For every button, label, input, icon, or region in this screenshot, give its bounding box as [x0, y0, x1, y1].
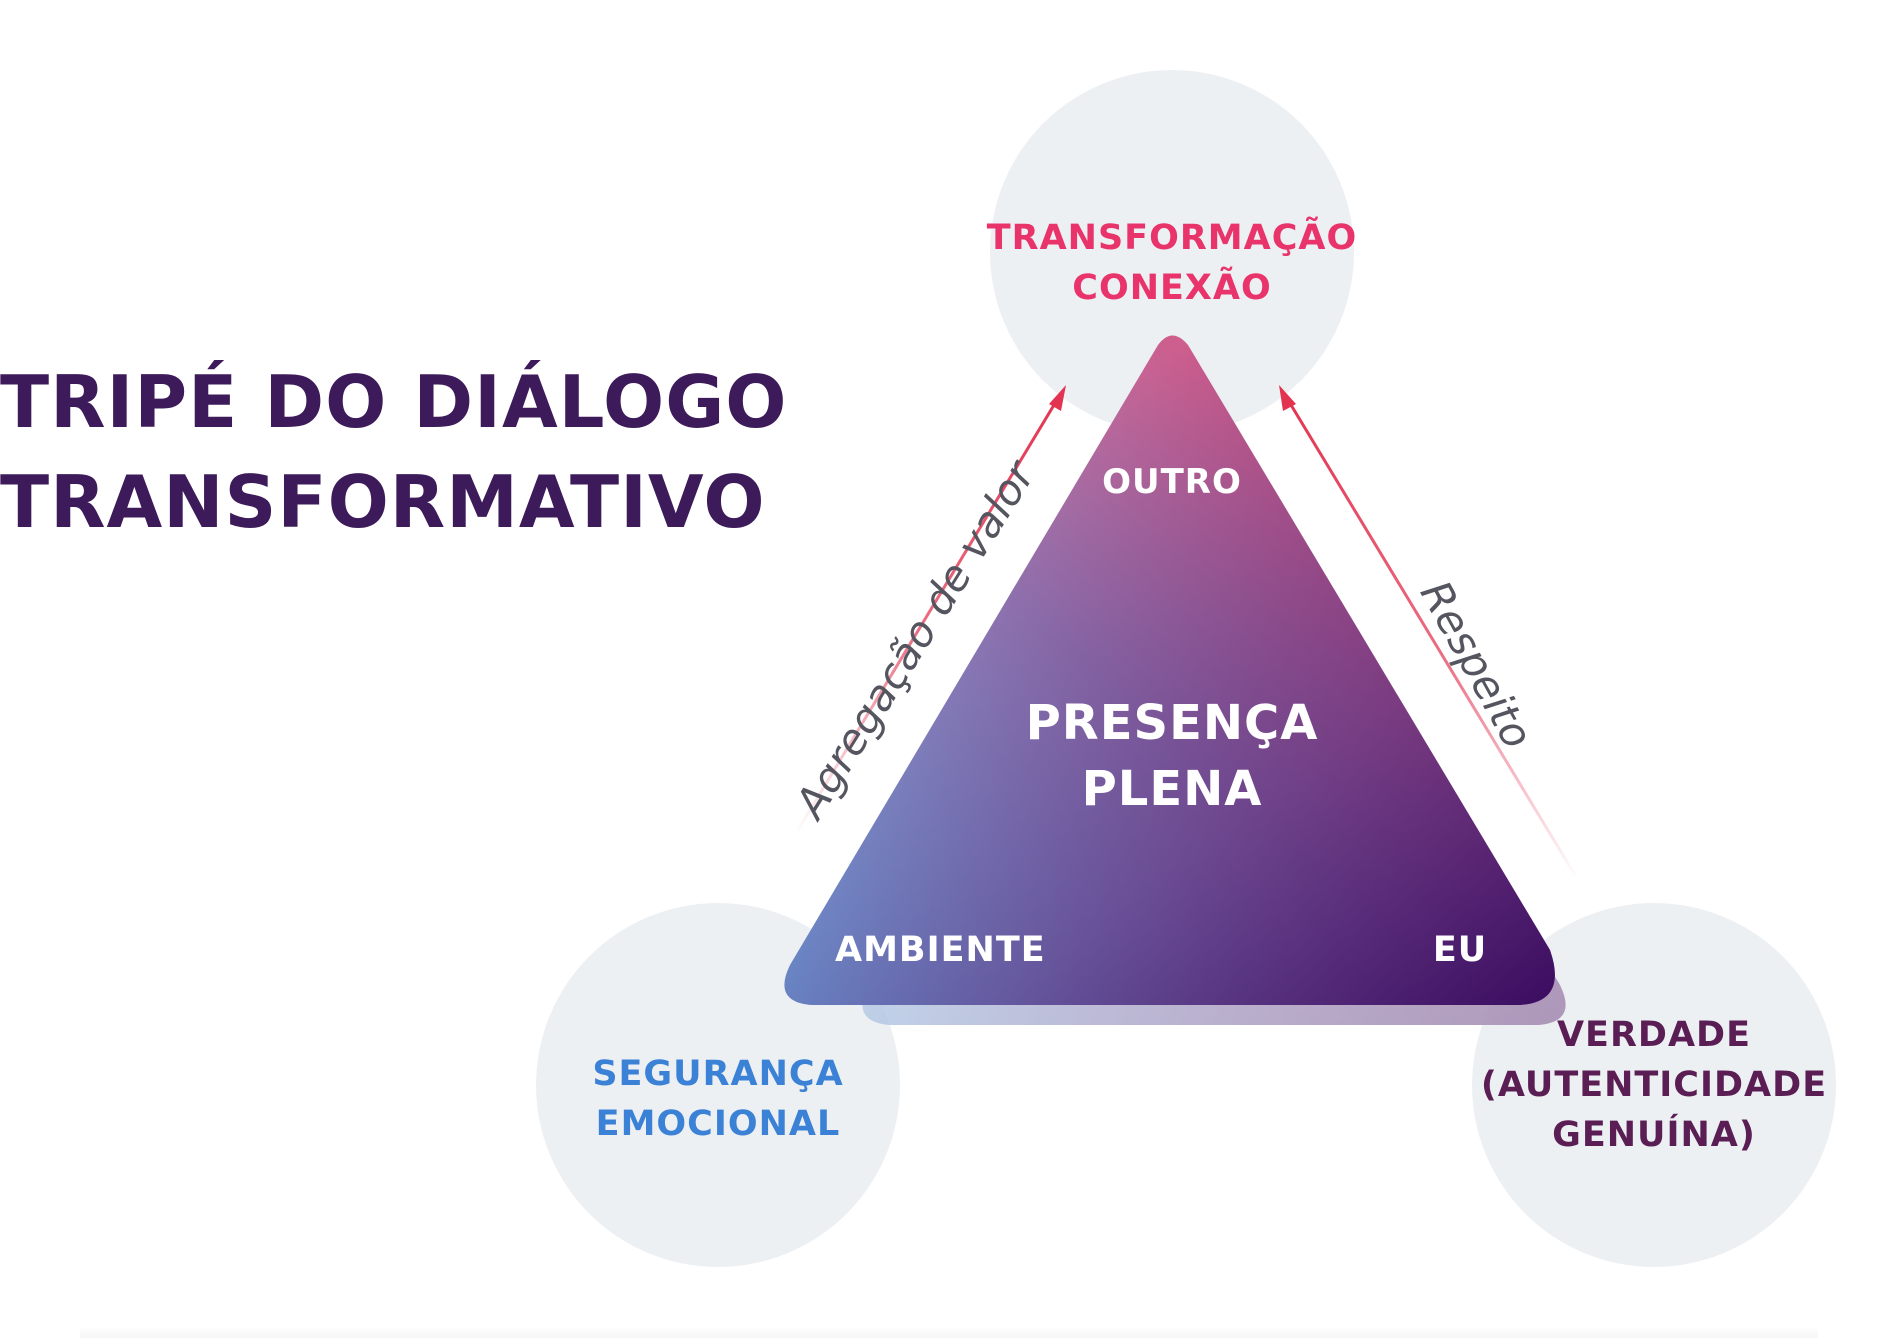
- bottom-shadow: [80, 1326, 1818, 1338]
- triangle-right-label: EU: [1432, 930, 1488, 970]
- circle-left-line-1: SEGURANÇA: [592, 1054, 844, 1094]
- circle-left-label: SEGURANÇA EMOCIONAL: [528, 1049, 908, 1149]
- circle-left-line-2: EMOCIONAL: [595, 1104, 841, 1144]
- left-arrow: [793, 385, 1066, 836]
- diagram-title-line-1: TRIPÉ DO DIÁLOGO: [0, 360, 788, 444]
- presence-triangle: [784, 335, 1555, 1005]
- circle-right-label: VERDADE (AUTENTICIDADE GENUÍNA): [1464, 1010, 1844, 1160]
- triangle-left-label: AMBIENTE: [835, 930, 1046, 970]
- circle-right-line-3: GENUÍNA): [1552, 1115, 1756, 1155]
- right-arrow: [1279, 385, 1580, 881]
- right-arrowhead-icon: [1279, 385, 1296, 411]
- circle-right-line-2: (AUTENTICIDADE: [1480, 1065, 1828, 1105]
- triangle-top-label: OUTRO: [1102, 462, 1242, 502]
- triangle-center-line-1: PRESENÇA: [1025, 695, 1319, 751]
- circle-top: [990, 70, 1354, 434]
- circle-top-label: TRANSFORMAÇÃO CONEXÃO: [982, 213, 1362, 313]
- triangle-center-line-2: PLENA: [1081, 761, 1263, 817]
- diagram-title-line-2: TRANSFORMATIVO: [0, 460, 766, 544]
- circle-top-line-1: TRANSFORMAÇÃO: [986, 218, 1358, 258]
- triangle-center-label: PRESENÇA PLENA: [952, 690, 1392, 822]
- circle-top-line-2: CONEXÃO: [1072, 268, 1272, 308]
- left-arrowhead-icon: [1049, 385, 1066, 411]
- circle-right-line-1: VERDADE: [1556, 1015, 1752, 1055]
